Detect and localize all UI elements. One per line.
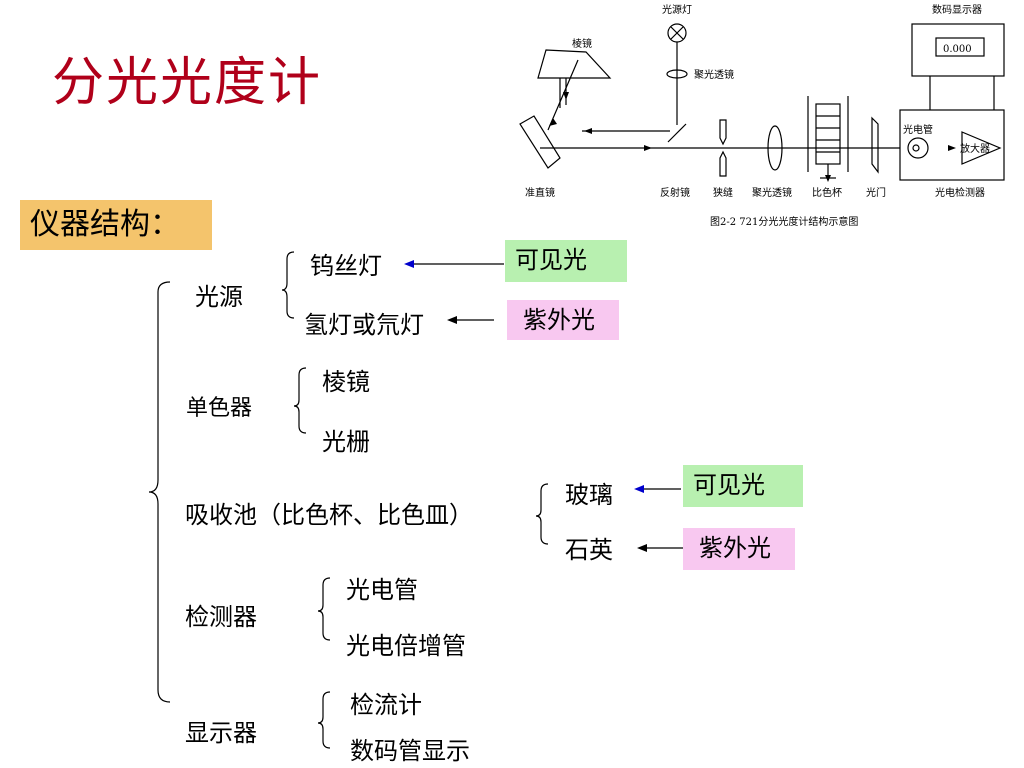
page-title: 分光光度计 — [52, 53, 323, 113]
slit-upper — [719, 119, 727, 146]
node-detector: 检测器 — [185, 603, 257, 631]
brace-detector — [317, 577, 331, 641]
label-reflector: 反射镜 — [660, 186, 690, 199]
node-cuvette: 吸收池（比色杯、比色皿） — [185, 501, 473, 529]
tag-uv-light-1: 紫外光 — [507, 300, 619, 340]
brace-monochromator — [293, 367, 307, 434]
node-phototube: 光电管 — [346, 576, 418, 604]
label-readout: 0.000 — [943, 44, 972, 55]
tag-visible-light-2: 可见光 — [683, 465, 803, 507]
reflector-symbol — [667, 123, 687, 143]
node-display: 显示器 — [185, 719, 257, 747]
label-cuvette: 比色杯 — [812, 186, 842, 199]
label-shutter: 光门 — [866, 186, 886, 199]
display-box — [911, 23, 1005, 77]
node-galvanometer: 检流计 — [350, 691, 422, 719]
spectrophotometer-diagram: 光源灯 数码显示器 0.000 棱镜 聚光透镜 准直镜 反射镜 狭缝 聚光透镜 … — [519, 3, 1005, 228]
label-amplifier: 放大器 — [960, 142, 990, 155]
phototube-symbol — [907, 137, 929, 159]
amplifier-symbol — [961, 131, 1002, 165]
top-lens-symbol — [666, 69, 688, 79]
node-quartz: 石英 — [565, 536, 613, 564]
diagram-caption: 图2-2 721分光光度计结构示意图 — [710, 215, 858, 228]
brace-main — [148, 281, 171, 703]
node-tungsten-lamp: 钨丝灯 — [310, 252, 382, 280]
tag-visible-light-1: 可见光 — [505, 240, 627, 282]
brace-light-source — [281, 251, 295, 319]
node-light-source: 光源 — [195, 283, 243, 311]
node-hydrogen-lamp: 氢灯或氘灯 — [304, 311, 424, 339]
label-bottom-lens: 聚光透镜 — [752, 186, 792, 199]
brace-display — [317, 691, 331, 749]
node-glass: 玻璃 — [565, 481, 613, 509]
label-top-lens: 聚光透镜 — [694, 68, 734, 81]
brace-cuvette — [535, 483, 549, 545]
label-prism: 棱镜 — [572, 37, 592, 50]
collimator-symbol — [519, 115, 561, 169]
detector-box — [899, 109, 1005, 181]
label-lamp: 光源灯 — [662, 3, 692, 16]
label-collimator: 准直镜 — [525, 186, 555, 199]
tag-uv-light-2: 紫外光 — [683, 528, 795, 570]
readout-box — [935, 37, 985, 57]
bottom-lens-symbol — [767, 125, 783, 171]
prism-symbol — [537, 49, 612, 79]
node-monochromator: 单色器 — [186, 396, 253, 421]
label-slit: 狭缝 — [713, 186, 733, 199]
label-display: 数码显示器 — [932, 3, 982, 16]
node-grating: 光栅 — [322, 428, 370, 456]
shutter-symbol — [871, 116, 879, 174]
node-photomultiplier: 光电倍增管 — [346, 632, 466, 660]
node-prism: 棱镜 — [322, 368, 370, 396]
label-detector: 光电检测器 — [935, 186, 985, 199]
label-phototube: 光电管 — [903, 123, 933, 136]
node-digital-display: 数码管显示 — [350, 737, 470, 765]
section-title: 仪器结构： — [20, 200, 212, 250]
